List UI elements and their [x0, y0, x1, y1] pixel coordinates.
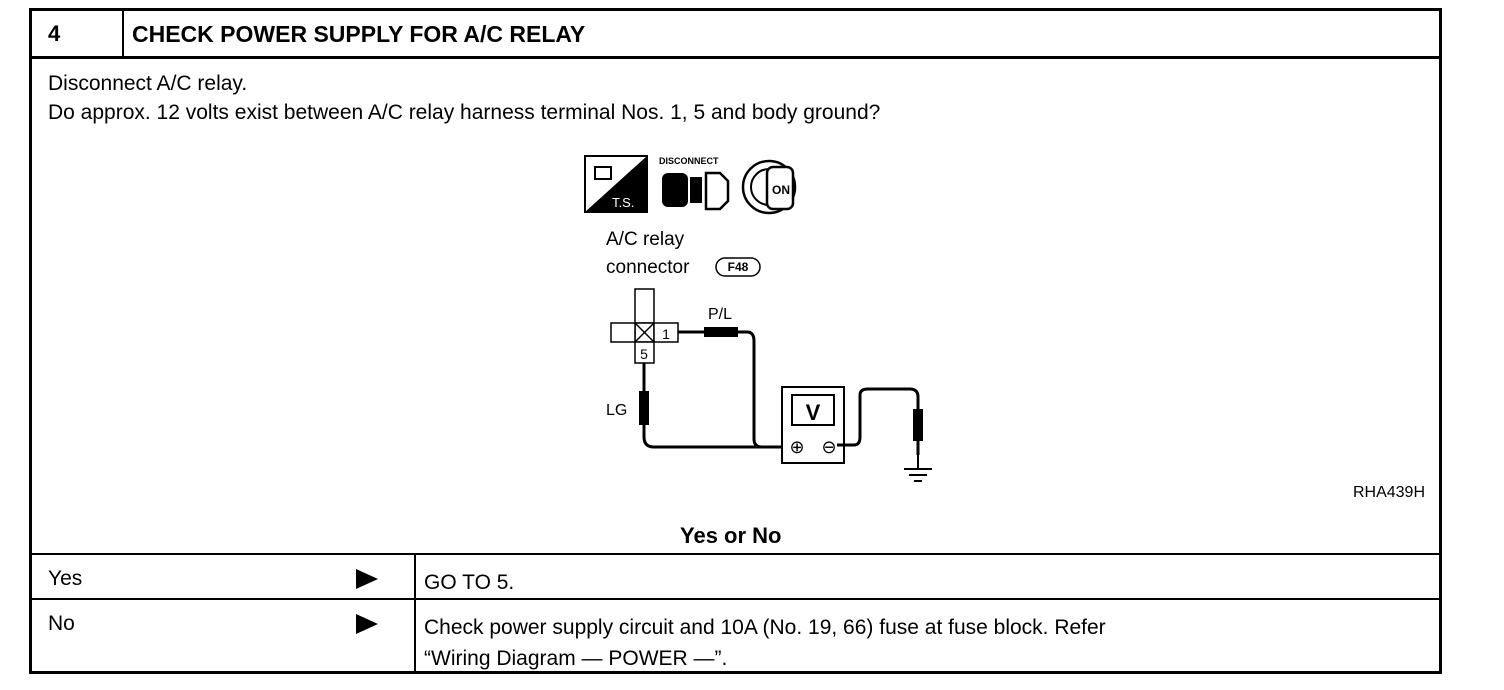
disconnect-icon: DISCONNECT: [659, 156, 730, 211]
wiring-diagram: T.S. DISCONNECT ON A/C relay connector F…: [584, 155, 932, 482]
ignition-on-icon: ON: [741, 159, 797, 215]
arrow-right-icon: [356, 614, 378, 634]
instruction-question: Do approx. 12 volts exist between A/C re…: [48, 101, 881, 124]
step-body: Disconnect A/C relay. Do approx. 12 volt…: [32, 59, 1439, 555]
probe-pl: [704, 327, 738, 337]
answer-no: No: [48, 612, 75, 635]
instruction-disconnect: Disconnect A/C relay.: [48, 72, 248, 95]
wire-pl: [678, 330, 797, 449]
step-header: 4 CHECK POWER SUPPLY FOR A/C RELAY: [32, 11, 1439, 59]
ts-icon: T.S.: [584, 155, 648, 213]
minus-terminal: ⊖: [821, 437, 836, 458]
question-prompt: Yes or No: [680, 523, 782, 548]
plus-terminal: ⊕: [789, 437, 804, 458]
answer-row-yes: Yes GO TO 5.: [32, 555, 1439, 600]
probe-ground: [913, 409, 923, 441]
relay-connector: [610, 288, 679, 364]
voltmeter-display: [791, 394, 835, 426]
wire-pl-label: P/L: [708, 306, 732, 323]
step-title: CHECK POWER SUPPLY FOR A/C RELAY: [132, 21, 586, 47]
result-yes-line1: GO TO 5.: [424, 571, 515, 594]
arrow-right-icon: [356, 569, 378, 589]
result-no-line1: Check power supply circuit and 10A (No. …: [424, 616, 1106, 639]
wire-lg: [642, 363, 797, 449]
column-divider: [414, 555, 416, 671]
voltmeter-label: V: [806, 400, 821, 425]
connector-id: F48: [728, 260, 749, 274]
connector-label-line1: A/C relay: [606, 229, 685, 250]
procedure-table: 4 CHECK POWER SUPPLY FOR A/C RELAY Disco…: [29, 8, 1442, 674]
disconnect-label: DISCONNECT: [659, 156, 719, 166]
terminal-5: 5: [640, 346, 648, 362]
ground-icon: [904, 455, 932, 482]
wire-ground: [837, 387, 920, 455]
result-no: Check power supply circuit and 10A (No. …: [424, 612, 1106, 674]
terminal-1: 1: [662, 326, 670, 342]
answer-yes: Yes: [48, 567, 83, 590]
result-yes: GO TO 5.: [424, 567, 514, 598]
figure-reference: RHA439H: [1352, 484, 1425, 501]
connector-label-line2: connector: [606, 257, 690, 278]
answer-row-no: No Check power supply circuit and 10A (N…: [32, 600, 1439, 671]
step-number: 4: [32, 11, 124, 56]
ts-label: T.S.: [612, 195, 634, 210]
wire-lg-label: LG: [606, 402, 627, 419]
connector-id-badge: [715, 257, 761, 277]
result-no-line2: “Wiring Diagram — POWER —”.: [424, 647, 728, 670]
probe-lg: [639, 391, 649, 425]
on-label: ON: [772, 183, 790, 197]
